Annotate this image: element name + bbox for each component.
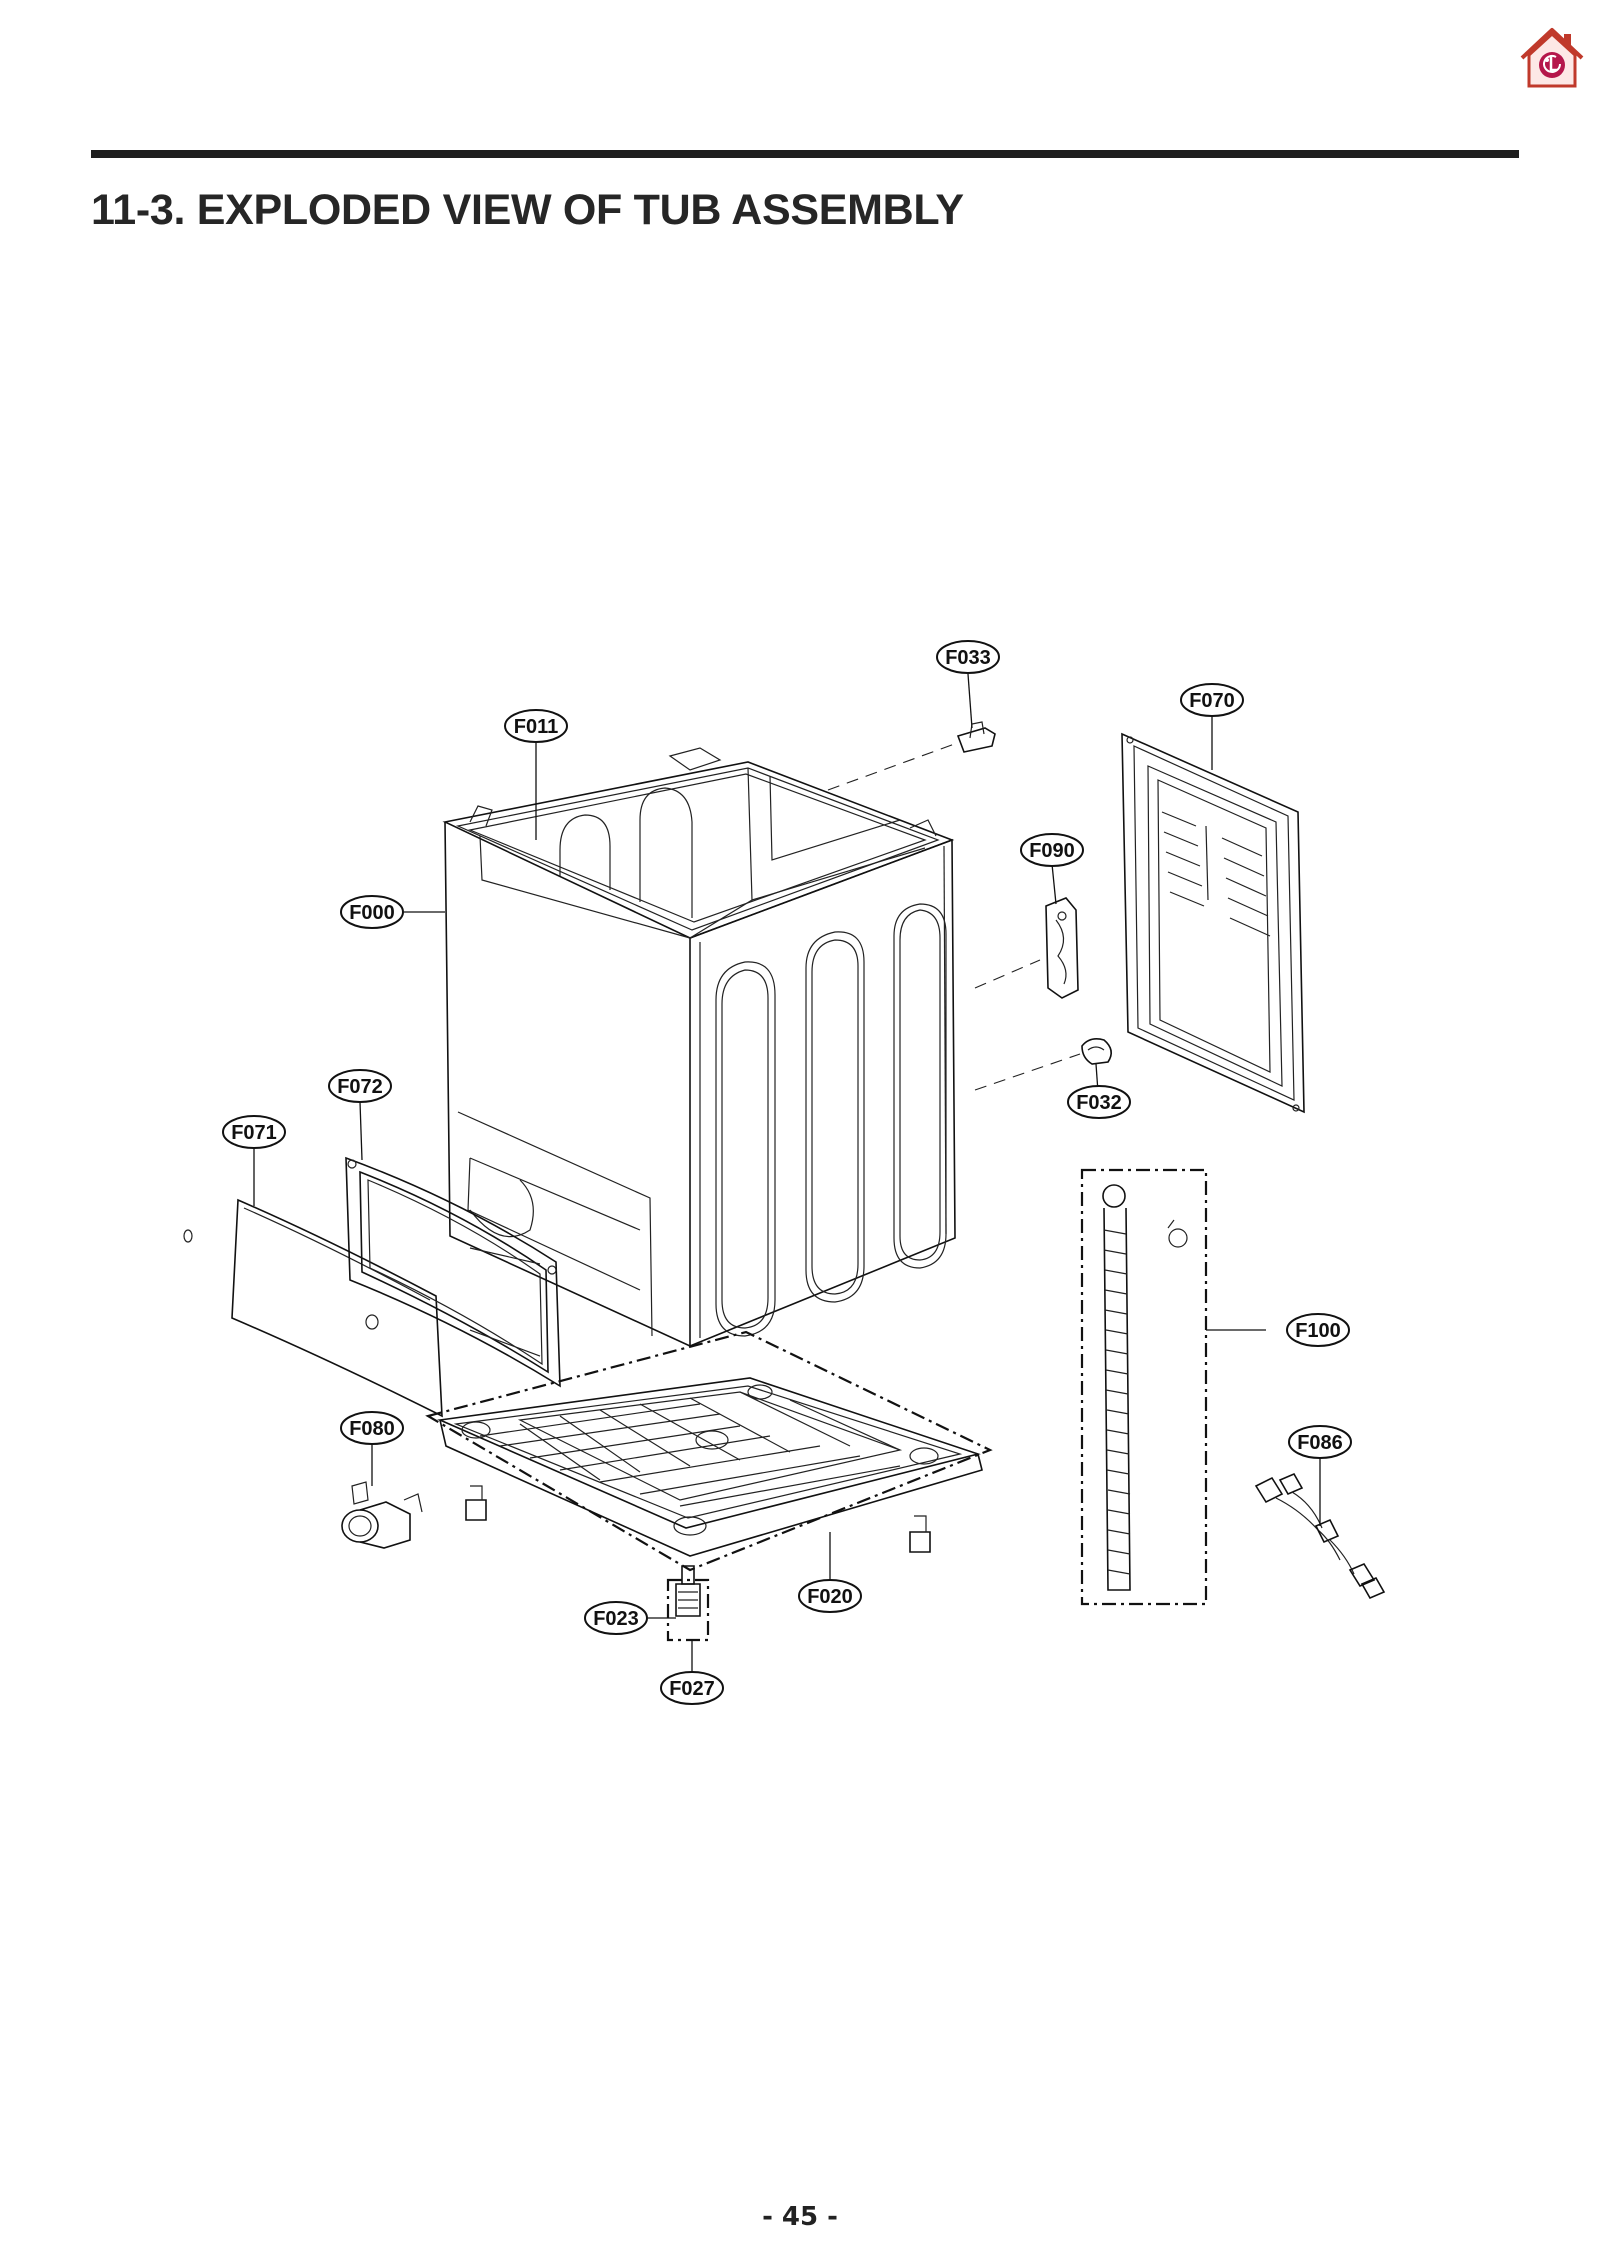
callout-f090: F090 bbox=[1020, 833, 1084, 867]
front-frame-part bbox=[345, 1156, 561, 1388]
callout-f011: F011 bbox=[504, 709, 568, 743]
svg-text:F032: F032 bbox=[1076, 1092, 1122, 1114]
hose-assembly-outline bbox=[1080, 1168, 1208, 1606]
svg-text:F070: F070 bbox=[1189, 690, 1235, 712]
part-f033 bbox=[956, 721, 996, 753]
callout-f080: F080 bbox=[340, 1411, 404, 1445]
svg-text:F033: F033 bbox=[945, 647, 991, 669]
callout-f071: F071 bbox=[222, 1115, 286, 1149]
leveling-foot-part bbox=[675, 1565, 701, 1617]
svg-text:F000: F000 bbox=[349, 902, 395, 924]
svg-text:F011: F011 bbox=[514, 716, 558, 738]
cabinet-part bbox=[442, 747, 956, 1348]
foot-assembly-outline bbox=[666, 1578, 710, 1642]
callout-f023: F023 bbox=[584, 1601, 648, 1635]
svg-text:F072: F072 bbox=[337, 1076, 383, 1098]
callout-f070: F070 bbox=[1180, 683, 1244, 717]
callout-f072: F072 bbox=[328, 1069, 392, 1103]
svg-text:F020: F020 bbox=[807, 1586, 853, 1608]
drain-hose-part bbox=[1102, 1184, 1188, 1591]
callout-f086: F086 bbox=[1288, 1425, 1352, 1459]
callout-f033: F033 bbox=[936, 640, 1000, 674]
svg-text:F090: F090 bbox=[1029, 840, 1075, 862]
svg-text:F027: F027 bbox=[669, 1678, 715, 1700]
svg-text:F023: F023 bbox=[593, 1608, 639, 1630]
svg-text:F086: F086 bbox=[1297, 1432, 1343, 1454]
callout-f100: F100 bbox=[1286, 1313, 1350, 1347]
callout-f020: F020 bbox=[798, 1579, 862, 1613]
front-cover-part bbox=[183, 1198, 443, 1418]
svg-text:F080: F080 bbox=[349, 1418, 395, 1440]
svg-text:F100: F100 bbox=[1295, 1320, 1341, 1342]
base-part bbox=[437, 1377, 983, 1557]
base-assembly-outline bbox=[425, 1330, 993, 1572]
part-f032 bbox=[1081, 1038, 1112, 1065]
page-number: - 45 - bbox=[762, 2202, 838, 2232]
svg-text:F071: F071 bbox=[231, 1122, 277, 1144]
part-f090 bbox=[1045, 897, 1079, 999]
back-cover-part bbox=[1121, 732, 1305, 1114]
header-rule bbox=[91, 150, 1519, 158]
page-title: 11-3. EXPLODED VIEW OF TUB ASSEMBLY bbox=[91, 186, 964, 234]
callout-f032: F032 bbox=[1067, 1085, 1131, 1119]
callout-f000: F000 bbox=[340, 895, 404, 929]
lg-home-icon[interactable] bbox=[1516, 22, 1588, 94]
callout-f027: F027 bbox=[660, 1671, 724, 1705]
drain-pump-part bbox=[341, 1481, 423, 1549]
